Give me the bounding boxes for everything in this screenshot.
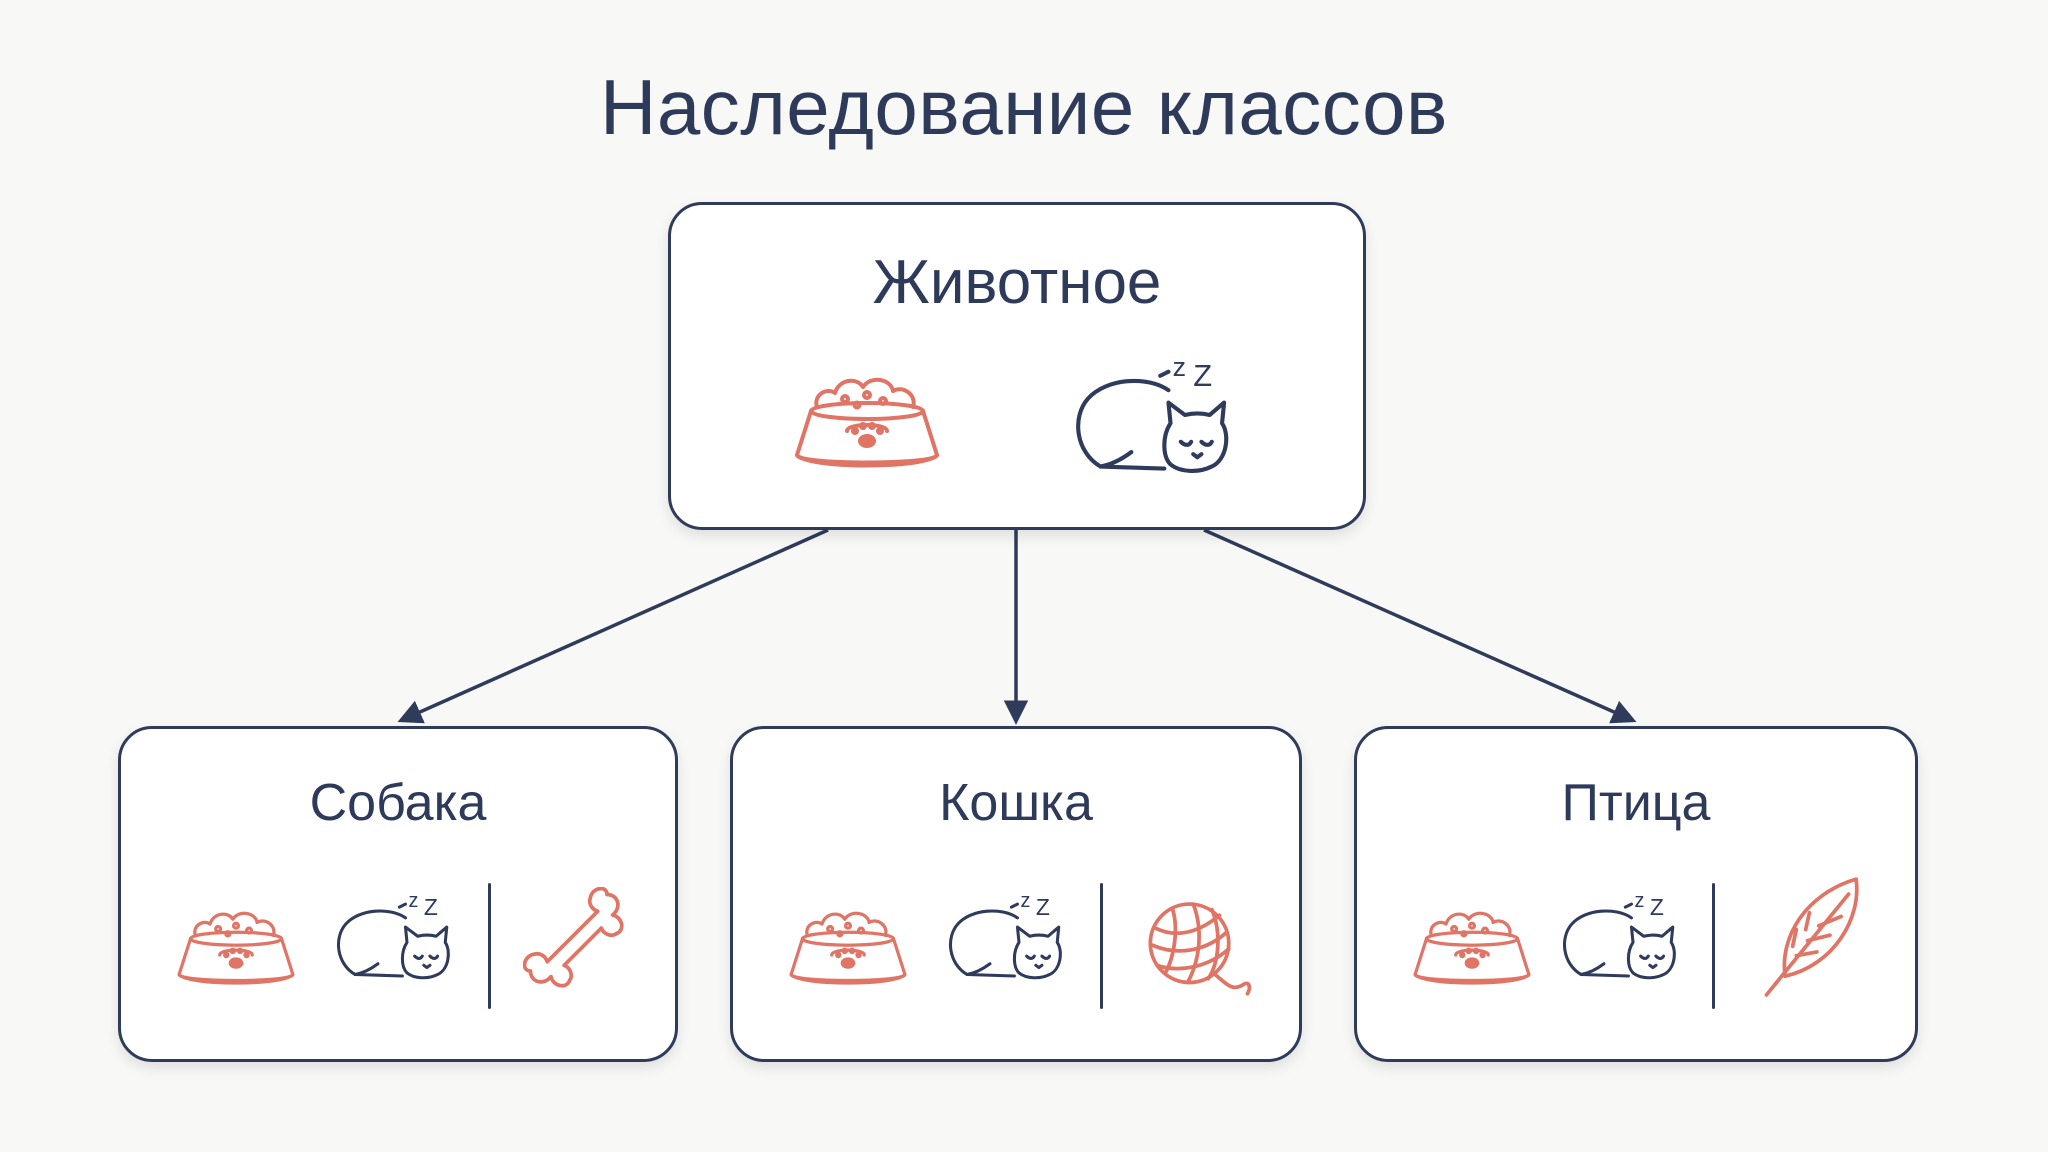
divider [488, 883, 491, 1009]
child-class-box-dog: Собака [118, 726, 678, 1062]
child-class-label: Кошка [939, 774, 1093, 832]
food-bowl-icon [171, 901, 301, 991]
divider [1712, 883, 1715, 1009]
parent-class-label: Животное [872, 248, 1162, 317]
feather-icon [1759, 871, 1871, 1003]
sleeping-cat-icon [1555, 887, 1685, 987]
arrow-to-dog [397, 528, 829, 724]
child-class-label: Птица [1561, 774, 1711, 832]
child-class-label: Собака [309, 774, 487, 832]
divider [1100, 883, 1103, 1009]
food-bowl-icon [787, 365, 947, 475]
page-title: Наследование классов [599, 63, 1448, 151]
food-bowl-icon [1407, 901, 1537, 991]
child-class-box-cat: Кошка [730, 726, 1302, 1062]
yarn-ball-icon [1141, 891, 1253, 1003]
sleeping-cat-icon [1065, 349, 1241, 483]
parent-class-box: Животное [668, 202, 1366, 530]
food-bowl-icon [783, 901, 913, 991]
sleeping-cat-icon [329, 887, 459, 987]
arrow-to-bird [1203, 528, 1637, 724]
bone-icon [523, 887, 635, 999]
child-class-box-bird: Птица [1354, 726, 1918, 1062]
sleeping-cat-icon [941, 887, 1071, 987]
